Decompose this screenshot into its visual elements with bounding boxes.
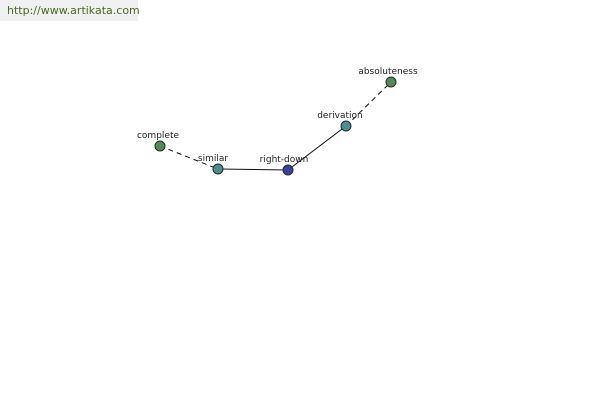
edge-right-down-derivation [287,125,347,171]
labels-layer: complete similar right-down derivation absol… [137,67,418,165]
edge-complete-similar [159,145,219,170]
edges-layer [159,81,392,171]
node-label-similar: similar [198,154,228,164]
node-label-complete: complete [137,131,180,141]
node-label-right-down: right-down [260,155,309,165]
node-label-derivation: derivation [317,111,363,121]
node-label-absoluteness: absoluteness [358,67,418,77]
source-url-link[interactable]: http://www.artikata.com [7,4,140,17]
node-similar[interactable] [212,163,224,175]
edge-derivation-absoluteness [345,81,392,127]
node-derivation[interactable] [340,120,352,132]
node-right-down[interactable] [282,164,294,176]
nodes-layer [154,76,397,176]
node-absoluteness[interactable] [385,76,397,88]
edge-similar-right-down [217,168,289,171]
source-url-badge: http://www.artikata.com [0,0,140,21]
node-complete[interactable] [154,140,166,152]
